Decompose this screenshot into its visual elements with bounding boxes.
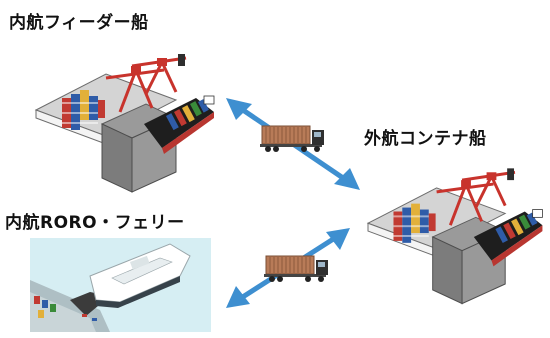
feeder-port-icon: [34, 52, 216, 194]
container-truck-icon-bottom: [263, 255, 329, 283]
ocean-port-icon: [366, 166, 544, 306]
container-truck-icon-top: [259, 125, 325, 153]
roro-ferry-image: [30, 238, 211, 332]
feeder-ship-label: 内航フィーダー船: [9, 13, 149, 33]
ocean-container-ship-label: 外航コンテナ船: [364, 129, 487, 149]
roro-ferry-label: 内航RORO・フェリー: [5, 213, 185, 233]
